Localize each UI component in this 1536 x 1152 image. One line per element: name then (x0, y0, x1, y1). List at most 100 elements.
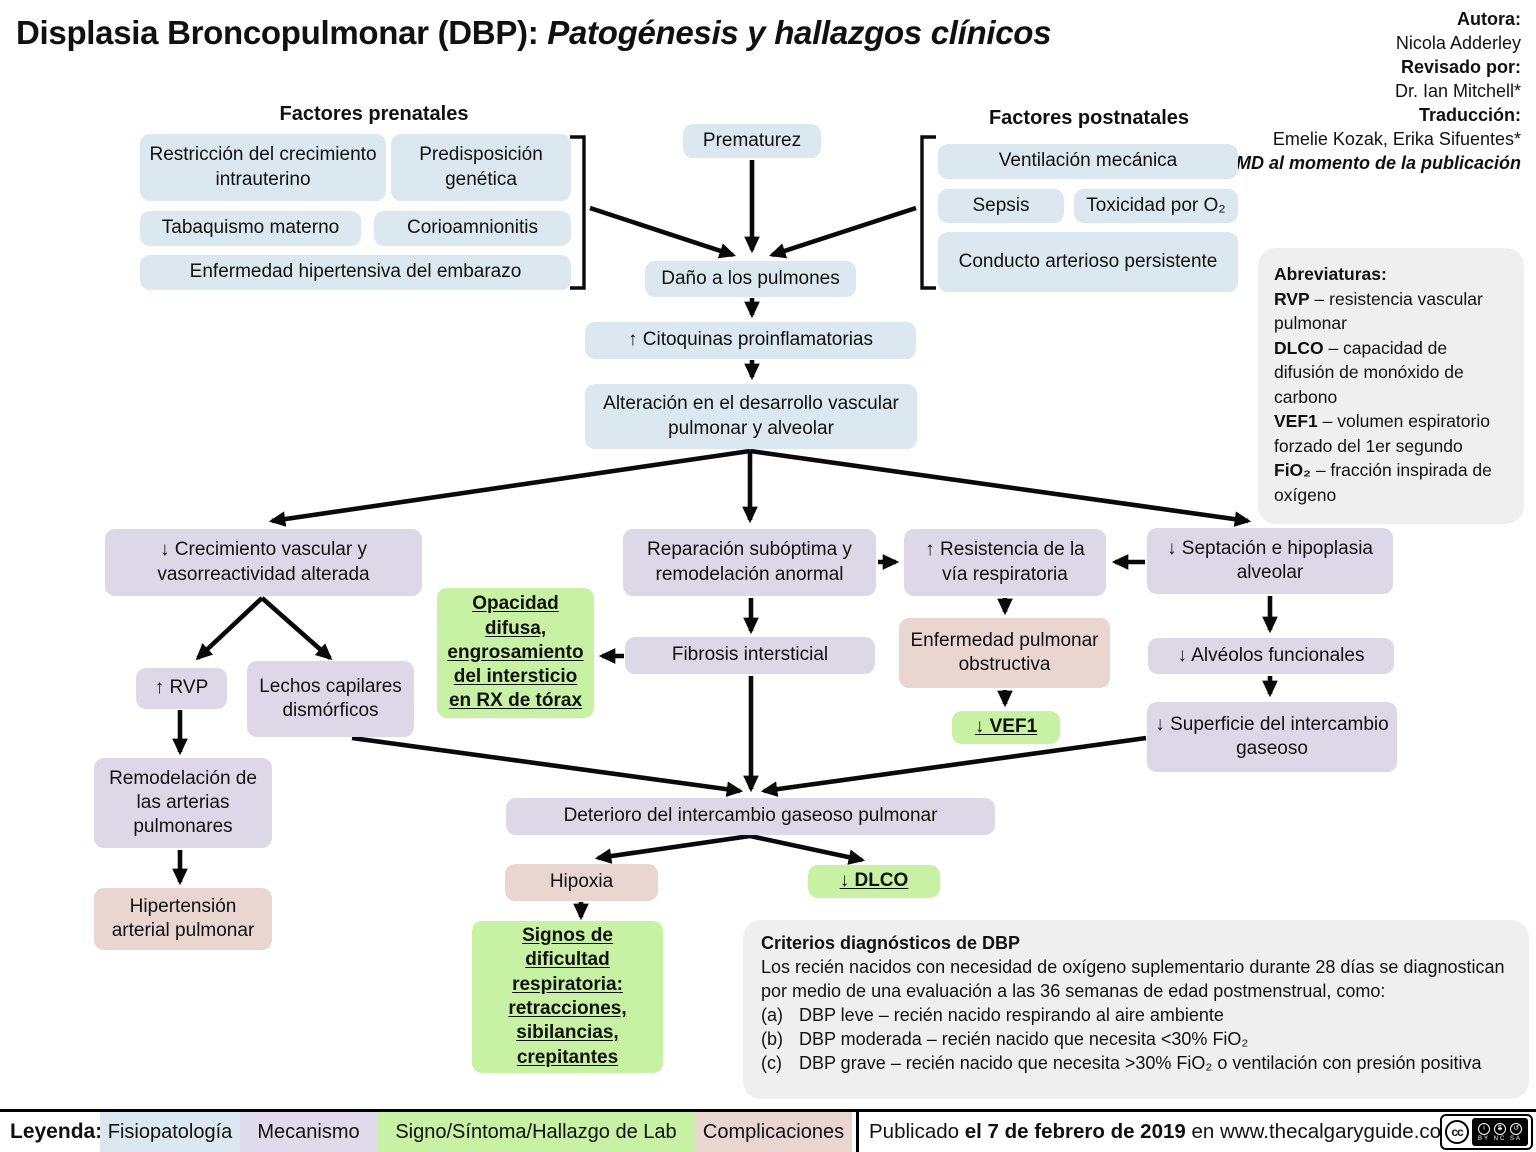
publication-info: Publicado el 7 de febrero de 2019 en www… (869, 1112, 1458, 1152)
criteria-item-b-marker: (b) (761, 1028, 783, 1049)
prenatal-heading: Factores prenatales (279, 103, 469, 125)
node-dlco: ↓ DLCO (808, 865, 940, 898)
arrow-postnatal-to-dano (768, 205, 917, 259)
criteria-title: Criterios diagnósticos de DBP (761, 933, 1021, 953)
cc-license-terms: i $ ↺ BY NC SA (1472, 1118, 1528, 1146)
arrow-crecimiento-to-lechos (260, 596, 333, 661)
legend-item-fisiopatologia: Fisiopatología (100, 1112, 240, 1152)
abbrev-fio2-def: – fracción inspirada de oxígeno (1274, 460, 1492, 505)
cc-icons-row: i $ ↺ (1478, 1122, 1522, 1135)
abbrev-dlco: DLCO – capacidad de difusión de monóxido… (1274, 336, 1508, 410)
abbrev-dlco-def: – capacidad de difusión de monóxido de c… (1274, 337, 1464, 407)
node-deterioro-intercambio: Deterioro del intercambio gaseoso pulmon… (506, 798, 995, 835)
author-name: Nicola Adderley (1395, 32, 1521, 53)
node-hipoxia: Hipoxia (505, 864, 658, 901)
criteria-item-c: (c) DBP grave – recién nacido que necesi… (761, 1052, 1511, 1076)
node-rvp: ↑ RVP (136, 668, 227, 709)
criteria-item-a: (a) DBP leve – recién nacido respirando … (761, 1004, 1511, 1028)
node-enfermedad-obstructiva: Enfermedad pulmonar obstructiva (899, 618, 1110, 688)
arrow-alteracion-to-septacion (749, 448, 1252, 527)
author-label: Autora: (1457, 9, 1521, 29)
node-alteracion-desarrollo: Alteración en el desarrollo vascular pul… (585, 384, 917, 449)
node-predisposicion-genetica: Predisposición genética (391, 134, 571, 201)
criteria-item-a-text: DBP leve – recién nacido respirando al a… (799, 1004, 1224, 1025)
cc-by-icon: i (1478, 1122, 1490, 1135)
postnatal-bracket (920, 135, 936, 290)
arrow-deterioro-to-dlco (749, 833, 866, 865)
node-remodelacion-arterias: Remodelación de las arterias pulmonares (94, 758, 272, 848)
abbrev-dlco-term: DLCO (1274, 337, 1324, 358)
translators: Emelie Kozak, Erika Sifuentes* (1272, 128, 1521, 149)
node-septacion-hipoplasia: ↓ Septación e hipoplasia alveolar (1147, 528, 1393, 594)
abbrev-vef1-def: – volumen espiratorio forzado del 1er se… (1274, 411, 1490, 456)
diagnostic-criteria-panel: Criterios diagnósticos de DBP Los recién… (743, 920, 1529, 1099)
translation-label: Traducción: (1418, 104, 1521, 125)
node-crecimiento-vascular: ↓ Crecimiento vascular y vasorreactivida… (105, 529, 422, 596)
criteria-intro: Los recién nacidos con necesidad de oxíg… (761, 956, 1505, 1001)
node-restriccion-crecimiento: Restricción del crecimiento intrauterino (140, 134, 386, 201)
cc-nc-icon: $ (1494, 1122, 1506, 1135)
node-vef1: ↓ VEF1 (952, 711, 1060, 744)
credits-block: Autora: Nicola Adderley Revisado por: Dr… (1229, 8, 1521, 176)
cc-terms-labels: BY NC SA (1478, 1135, 1522, 1142)
abbreviations-title: Abreviaturas: (1274, 264, 1387, 284)
criteria-item-c-marker: (c) (761, 1052, 782, 1073)
arrow-crecimiento-to-rvp (195, 596, 264, 661)
abbrev-vef1-term: VEF1 (1274, 411, 1318, 431)
cc-logo-icon: cc (1445, 1120, 1469, 1144)
abbrev-vef1: VEF1 – volumen espiratorio forzado del 1… (1274, 409, 1508, 458)
node-reparacion-suboptima: Reparación subóptima y remodelación anor… (623, 529, 876, 596)
legend-bar: Leyenda: Fisiopatología Mecanismo Signo/… (0, 1112, 1536, 1152)
reviewer-label: Revisado por: (1400, 56, 1521, 77)
node-sepsis: Sepsis (938, 189, 1064, 223)
legend-item-signo-sintoma: Signo/Síntoma/Hallazgo de Lab (377, 1112, 695, 1152)
node-opacidad-rx: Opacidad difusa, engrosamiento del inter… (437, 588, 594, 718)
node-lechos-capilares: Lechos capilares dismórficos (247, 661, 414, 737)
title-main: Displasia Broncopulmonar (DBP): (16, 14, 548, 51)
cc-license-badge: cc i $ ↺ BY NC SA (1440, 1114, 1533, 1150)
published-prefix: Publicado (869, 1120, 965, 1143)
arrow-lechos-to-deterioro (351, 735, 744, 797)
abbrev-rvp: RVP – resistencia vascular pulmonar (1274, 287, 1508, 336)
node-superficie-intercambio: ↓ Superficie del intercambio gaseoso (1147, 702, 1397, 772)
legend-item-complicaciones: Complicaciones (695, 1112, 852, 1152)
prenatal-bracket (570, 135, 586, 290)
arrow-deterioro-to-hipoxia (594, 833, 751, 864)
abbrev-fio2: FiO₂ – fracción inspirada de oxígeno (1274, 458, 1508, 507)
legend-label: Leyenda: (10, 1120, 103, 1143)
postnatal-heading: Factores postnatales (988, 107, 1190, 129)
criteria-item-a-marker: (a) (761, 1004, 783, 1025)
abbrev-fio2-term: FiO₂ (1274, 460, 1311, 480)
node-toxicidad-o2: Toxicidad por O₂ (1074, 189, 1238, 223)
arrow-alteracion-to-crecimiento (268, 448, 751, 527)
cc-sa-icon: ↺ (1510, 1122, 1522, 1135)
abbrev-rvp-def: – resistencia vascular pulmonar (1274, 288, 1483, 334)
node-alveolos-funcionales: ↓ Alvéolos funcionales (1148, 638, 1394, 674)
node-ventilacion-mecanica: Ventilación mecánica (938, 144, 1238, 179)
page-title: Displasia Broncopulmonar (DBP): Patogéne… (16, 14, 1052, 52)
criteria-item-c-text: DBP grave – recién nacido que necesita >… (799, 1052, 1482, 1073)
published-date: el 7 de febrero de 2019 (964, 1120, 1186, 1143)
criteria-item-b-text: DBP moderada – recién nacido que necesit… (799, 1028, 1249, 1049)
node-signos-dificultad: Signos de dificultad respiratoria: retra… (472, 921, 663, 1073)
footer-divider-line (0, 1109, 1536, 1112)
node-corioamnionitis: Corioamnionitis (374, 211, 571, 246)
node-enfermedad-hipertensiva: Enfermedad hipertensiva del embarazo (140, 255, 571, 290)
node-fibrosis-intersticial: Fibrosis intersticial (625, 637, 875, 674)
node-conducto-arterioso: Conducto arterioso persistente (938, 232, 1238, 292)
node-prematurez: Prematurez (683, 124, 821, 158)
abbrev-rvp-term: RVP (1274, 288, 1310, 309)
title-italic: Patogénesis y hallazgos clínicos (547, 14, 1052, 51)
node-hipertension-pulmonar: Hipertensión arterial pulmonar (94, 888, 272, 950)
node-citoquinas: ↑ Citoquinas proinflamatorias (585, 322, 916, 359)
node-tabaquismo-materno: Tabaquismo materno (140, 211, 361, 246)
abbreviations-panel: Abreviaturas: RVP – resistencia vascular… (1258, 248, 1524, 524)
legend-item-mecanismo: Mecanismo (240, 1112, 377, 1152)
node-dano-pulmones: Daño a los pulmones (645, 261, 856, 297)
reviewer-name: Dr. Ian Mitchell* (1394, 80, 1521, 101)
arrow-superficie-to-deterioro (760, 735, 1147, 797)
published-url: en www.thecalgaryguide.com (1185, 1120, 1459, 1143)
criteria-item-b: (b) DBP moderada – recién nacido que nec… (761, 1028, 1511, 1052)
